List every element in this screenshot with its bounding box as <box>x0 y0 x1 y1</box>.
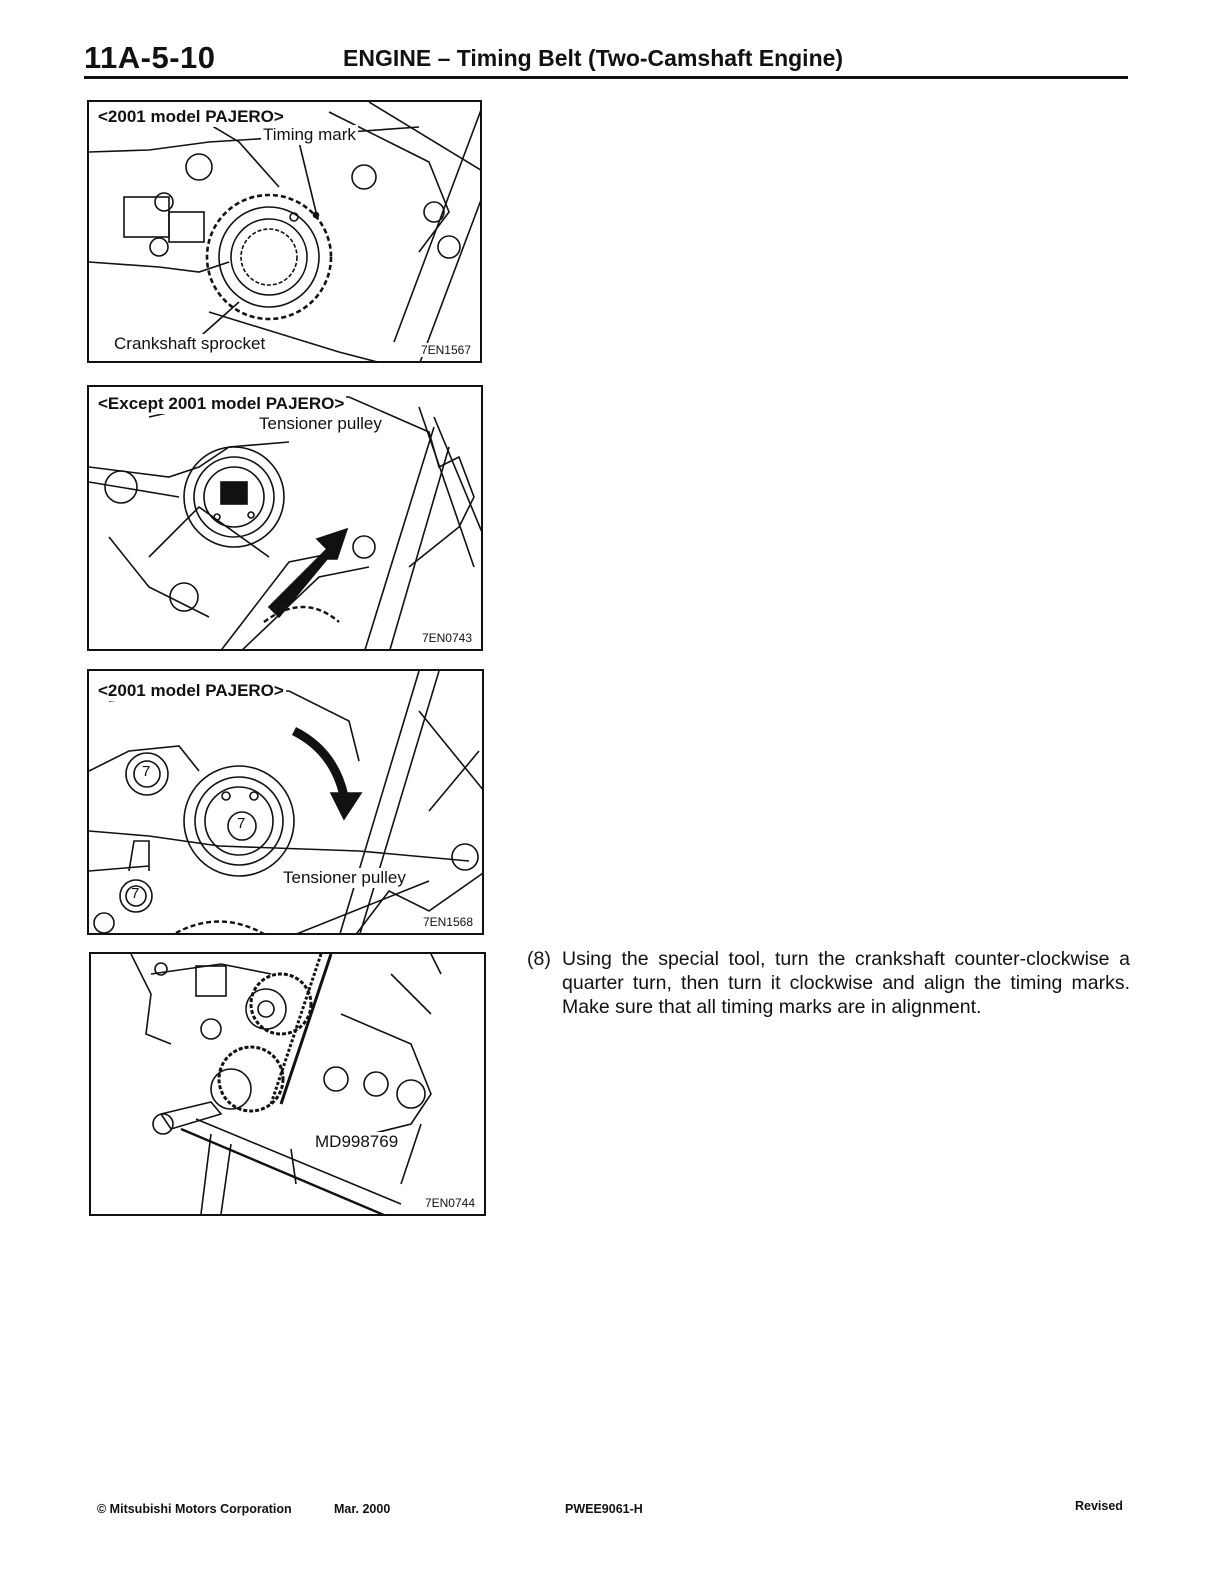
header-rule <box>84 76 1128 79</box>
figure-tensioner-except-2001: <Except 2001 model PAJERO> Tensioner pul… <box>87 385 483 651</box>
bolt-7-marking-upper: 7 <box>142 763 151 780</box>
footer-doc-code: PWEE9061-H <box>565 1502 643 1516</box>
timing-mark-label: Timing mark <box>261 125 358 145</box>
figure-3-code: 7EN1568 <box>420 915 475 929</box>
figure-1-tag: <2001 model PAJERO> <box>96 107 286 127</box>
step-number: (8) <box>527 948 551 970</box>
footer-status: Revised <box>1075 1499 1123 1513</box>
special-tool-illustration <box>130 954 442 1214</box>
figure-tensioner-2001: <2001 model PAJERO> 7 7 7 Tensioner pull… <box>87 669 484 935</box>
tensioner-pulley-label: Tensioner pulley <box>281 868 408 888</box>
figure-3-tag: <2001 model PAJERO> <box>96 681 286 701</box>
figure-1-code: 7EN1567 <box>418 343 473 357</box>
page-number: 11A-5-10 <box>84 40 216 75</box>
footer-copyright: © Mitsubishi Motors Corporation <box>97 1502 292 1516</box>
figure-2-code: 7EN0743 <box>419 631 474 645</box>
crankshaft-sprocket-label: Crankshaft sprocket <box>112 334 268 354</box>
special-tool-md998769-label: MD998769 <box>313 1132 401 1152</box>
procedure-step-8: (8) Using the special tool, turn the cra… <box>527 947 1130 1019</box>
figure-4-code: 7EN0744 <box>422 1196 477 1210</box>
step-text: Using the special tool, turn the cranksh… <box>562 948 1130 1018</box>
tensioner-pulley-2001-illustration <box>89 671 482 933</box>
footer-date: Mar. 2000 <box>334 1502 391 1516</box>
bolt-7-marking-lower: 7 <box>131 885 140 902</box>
tensioner-pulley-illustration <box>89 396 481 649</box>
page-title: ENGINE – Timing Belt (Two-Camshaft Engin… <box>343 45 844 71</box>
figure-crankshaft-timing-mark: <2001 model PAJERO> Timing mark Cranksha… <box>87 100 482 363</box>
tensioner-pulley-label: Tensioner pulley <box>257 414 384 434</box>
bolt-7-marking-center: 7 <box>237 815 246 832</box>
figure-2-tag: <Except 2001 model PAJERO> <box>96 394 347 414</box>
figure-special-tool: MD998769 7EN0744 <box>89 952 486 1216</box>
